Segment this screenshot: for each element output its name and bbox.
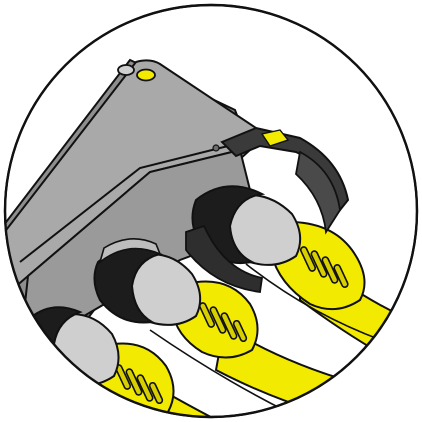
housing-edge-line — [19, 145, 229, 263]
screw-detail — [212, 144, 220, 152]
detail-circle-border — [3, 3, 419, 419]
connector-4-black-collar — [5, 357, 33, 416]
status-led-left — [117, 64, 135, 76]
cable-outline-2 — [149, 329, 331, 417]
connector-1-clip-lower — [185, 224, 264, 294]
connector-1-clip-indicator — [260, 129, 290, 147]
connector-4-coupling-nut — [5, 356, 60, 417]
connector-1-grip-slots — [299, 246, 349, 288]
connector-4-cable — [37, 406, 101, 417]
connector-1-clip-side — [295, 150, 341, 235]
connector-2-gray-ring — [98, 238, 162, 265]
status-led-yellow — [136, 68, 156, 82]
connector-3-grip-slots — [114, 364, 164, 405]
connector-1 — [185, 126, 417, 382]
connector-2-grip-slots — [198, 302, 248, 343]
